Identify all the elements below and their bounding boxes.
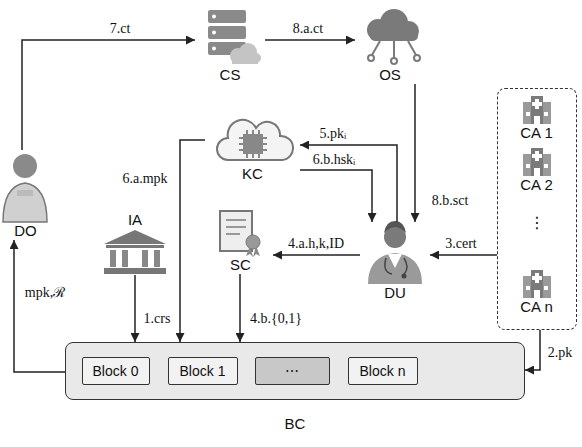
block-box: Block n (348, 357, 418, 385)
edge-label: 5.pkᵢ (318, 126, 349, 141)
connector-arrow (414, 84, 416, 222)
node-label: CA 2 (498, 176, 576, 194)
connector-arrow (180, 140, 205, 342)
connector-arrow (22, 40, 195, 150)
node-label: Block 0 (93, 362, 139, 380)
hospital-icon (523, 270, 551, 298)
connector-arrow (430, 254, 497, 256)
connector-arrow (14, 240, 65, 372)
block-box: ⋯ (255, 357, 330, 385)
edge-label: 2.pk (546, 345, 575, 360)
key-center-node: KC (205, 113, 300, 183)
connector-arrow (239, 274, 241, 342)
hospital-node: CA 1 (498, 94, 576, 142)
node-label: Block n (360, 362, 406, 380)
node-label: SC (208, 256, 273, 274)
node-label: BC (66, 415, 524, 433)
node-label: DU (360, 284, 430, 302)
block-box: Block 1 (168, 357, 238, 385)
contract-node: SC (208, 208, 273, 274)
doctor-icon (368, 221, 422, 284)
key-center-icon (217, 120, 293, 160)
node-label: IA (100, 211, 170, 229)
patient-icon (3, 154, 47, 222)
block-box: Block 0 (82, 357, 150, 385)
node-label: ⋯ (285, 362, 299, 380)
connector-arrow (265, 39, 355, 41)
edge-label: 4.b.{0,1} (248, 311, 304, 326)
connector-arrow (300, 145, 397, 222)
authority-node: IA (100, 211, 170, 275)
node-label: CA n (498, 298, 576, 316)
node-label: OS (355, 66, 425, 84)
authority-group: CA 1 CA 2 CA n (497, 88, 577, 330)
node-label: CA 1 (498, 124, 576, 142)
edge-label: 1.crs (142, 311, 173, 326)
connector-arrow (525, 330, 540, 370)
connector-arrow (300, 170, 372, 222)
node-label: CS (195, 66, 265, 84)
edge-label: 8.b.sct (430, 193, 471, 208)
server-icon (208, 10, 261, 64)
node-label: KC (205, 165, 300, 183)
contract-icon (220, 211, 260, 257)
hospital-node: CA 2 (498, 146, 576, 194)
edge-label: 7.ct (108, 21, 133, 36)
server-node: CS (195, 8, 265, 84)
node-label: DO (0, 222, 53, 240)
cloud-icon (367, 9, 420, 64)
ellipsis-mark: ⋮ (529, 213, 545, 232)
blockchain-box: BCBlock 0Block 1⋯Block n (65, 342, 525, 400)
node-label: Block 1 (180, 362, 226, 380)
bank-icon (104, 230, 166, 274)
hospital-node: CA n (498, 268, 576, 316)
edge-label: 8.a.ct (291, 21, 325, 36)
user-node: DU (360, 222, 430, 302)
edge-label: 3.cert (443, 236, 478, 251)
edge-label: 4.a.h,k,ID (286, 236, 346, 251)
edge-label: 6.b.hskᵢ (311, 152, 358, 167)
cloud-node: OS (355, 8, 425, 84)
connector-arrow (273, 254, 360, 256)
hospital-icon (523, 148, 551, 176)
connector-arrow (134, 275, 136, 342)
edge-label: 6.a.mpk (120, 171, 169, 186)
edge-label: mpk,ℛ (23, 285, 67, 300)
owner-node: DO (0, 150, 53, 240)
hospital-icon (523, 96, 551, 124)
